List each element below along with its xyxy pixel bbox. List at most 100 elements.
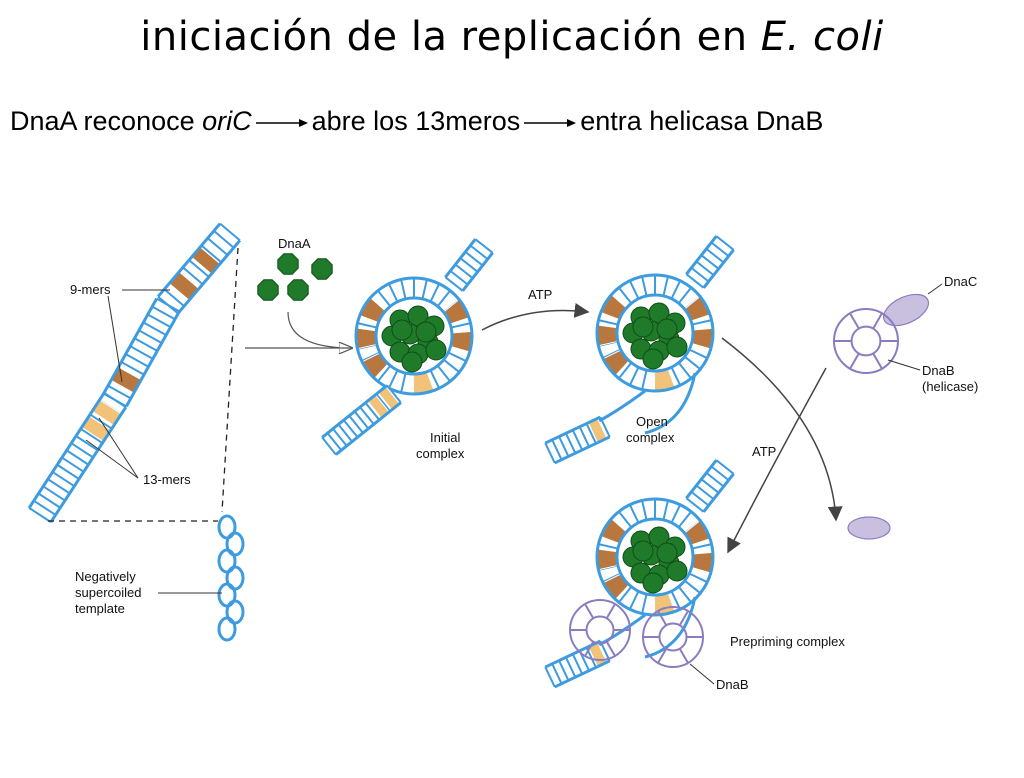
base-pair-rung [326,432,343,451]
dnab-ring-core [585,615,615,645]
label-open-complex: complex [626,430,675,445]
base-pair-rung [377,365,392,382]
dnaa-protein [425,339,447,361]
base-pair-rung [695,260,715,276]
initial-complex [321,238,494,456]
base-pair-rung [429,369,441,389]
base-pair-rung [459,257,479,273]
base-pair-rung [670,504,682,524]
label-atp-1: ATP [528,287,552,302]
dnab-ring-segment [872,352,883,370]
base-pair-rung [70,442,94,459]
prepriming-complex [544,459,735,689]
base-pair-rung [443,358,460,373]
base-pair-rung [359,406,375,425]
dna-backbone [176,239,242,315]
base-pair-rung [66,449,89,466]
dnaa-protein [642,348,664,370]
single-strand [644,372,697,435]
base-pair-rung [386,384,402,404]
dna-inner-strand [615,293,695,373]
label-dnab-helicase: DnaB [922,363,955,378]
base-pair-rung [56,463,80,480]
base-pair-rung [690,491,710,507]
base-pair-rung [551,439,563,461]
dna-backbone [334,401,402,456]
label-open: Open [636,414,668,429]
base-pair-rung [710,465,730,481]
base-pair-rung [387,283,399,303]
label-template: template [75,601,125,616]
base-pair-rung [436,365,451,382]
base-pair-rung [454,263,474,279]
base-pair-rung [578,426,590,448]
base-pair-rung [670,280,682,300]
dna-inner-strand [615,517,695,597]
dnac-protein [882,293,930,327]
base-pair-rung [449,270,469,286]
base-pair-rung [343,419,359,438]
base-pair-rung [670,366,682,386]
base-pair-rung [151,305,176,321]
base-pair-rung [61,456,85,473]
base-pair-rung [618,287,633,304]
base-pair-rung [400,372,407,393]
label-helicase: (helicase) [922,379,978,394]
base-pair-rung [565,656,577,678]
dna-backbone [49,406,128,523]
base-pair-rung [37,492,61,509]
base-pair-rung [125,353,149,368]
base-pair-rung [163,288,185,307]
dnab-ring-segment [849,352,860,370]
base-pair-rung [182,266,204,285]
subtitle-part3: entra helicasa DnaB [580,106,824,136]
dna-backbone [702,472,735,513]
dnab-ring-core [850,325,882,357]
dnaa-protein [632,316,654,338]
subtitle-part2: abre los 13meros [311,106,521,136]
base-pair-rung [598,543,619,550]
dnaa-protein [391,319,413,341]
dnaa-protein [287,279,309,301]
dnaa-protein [632,540,654,562]
label-dnac: DnaC [944,274,977,289]
dna-outer-strand [354,276,474,396]
base-pair-rung [599,416,611,438]
subtitle-part1: DnaA reconoce [10,106,203,136]
title-italic: E. coli [760,14,884,60]
dnab-helicase-ring [833,308,899,374]
base-pair-rung [156,297,180,313]
label-initial: Initial [430,430,460,445]
base-pair-rung [200,244,222,264]
base-pair-rung [474,238,494,254]
base-pair-rung [120,361,145,376]
base-pair-rung [348,415,364,434]
base-pair-rung [47,478,71,495]
base-pair-rung [138,329,163,344]
label-dnab-bottom: DnaB [716,677,749,692]
label-dnaa: DnaA [278,236,311,251]
dna-backbone [554,659,611,689]
binding-site-block [356,327,377,350]
binding-site-block [691,551,714,574]
base-pair-rung [134,337,158,352]
base-pair-rung [695,484,715,500]
base-pair-rung [558,436,570,457]
base-pair-rung [628,504,640,524]
base-pair-rung [207,237,229,256]
base-pair-rung [571,653,584,675]
base-pair-rung [436,290,451,307]
origin-dna-strand [27,222,242,523]
dnab-ring-segment [872,312,883,330]
base-pair-rung [688,348,708,360]
open-complex [544,235,735,465]
base-pair-rung [618,511,633,528]
base-pair-rung [641,369,648,390]
base-pair-rung [602,572,622,584]
dna-backbone [685,235,718,276]
dnaa-proteins [257,253,333,301]
base-pair-rung [469,244,489,260]
base-pair-rung [421,279,428,300]
